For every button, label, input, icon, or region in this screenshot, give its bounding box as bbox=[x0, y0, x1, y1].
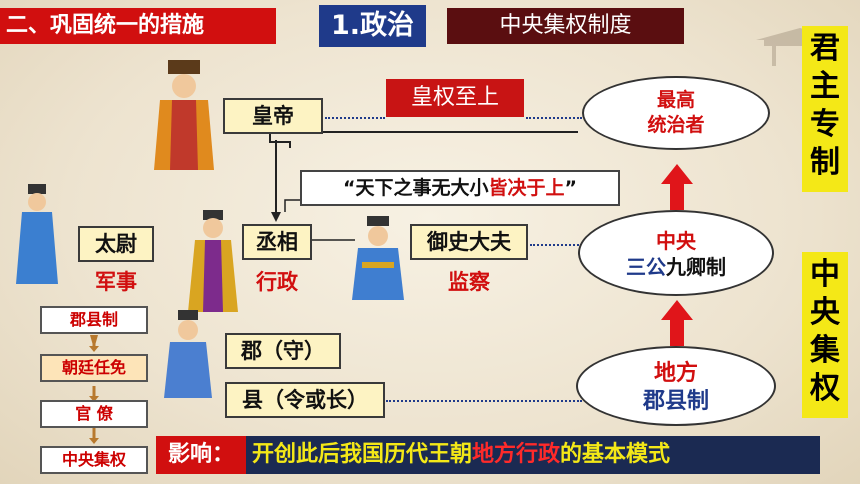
ellipse-bottom-line2: 郡县制 bbox=[642, 389, 709, 414]
side-char: 中 bbox=[810, 257, 840, 292]
quote-bracket bbox=[284, 199, 300, 212]
chain-item-bureaucrat: 官 僚 bbox=[40, 400, 148, 428]
emperor-box: 皇帝 bbox=[223, 98, 323, 134]
chain-item-junxian: 郡县制 bbox=[40, 306, 148, 334]
section-title: 二、巩固统一的措施 bbox=[0, 8, 276, 44]
up-arrow-top bbox=[661, 164, 693, 210]
chain-item-appointment: 朝廷任免 bbox=[40, 354, 148, 382]
side-char: 制 bbox=[810, 145, 840, 180]
dotted-link-sangong bbox=[530, 244, 582, 246]
quote-box: “天下之事无大小皆决于上” bbox=[300, 170, 620, 206]
emperor-figure-illustration bbox=[154, 60, 214, 170]
dotted-link-emperor bbox=[325, 117, 385, 119]
side-label-autocracy: 君 主 专 制 bbox=[802, 26, 848, 192]
down-arrow-head bbox=[271, 212, 281, 222]
ellipse-top-line1: 最高 bbox=[656, 89, 695, 111]
taiwei-role: 军事 bbox=[95, 270, 137, 294]
subtitle-politics: 1.政治 bbox=[319, 5, 426, 47]
chengxiang-role: 行政 bbox=[256, 270, 298, 294]
jun-box: 郡（守） bbox=[225, 333, 341, 369]
chain-item-centralization: 中央集权 bbox=[40, 446, 148, 474]
impact-label: 影响： bbox=[156, 436, 246, 474]
chain-arrow-3 bbox=[89, 438, 99, 444]
ellipse-mid-sangong: 三公 bbox=[626, 255, 666, 279]
side-char: 权 bbox=[810, 371, 840, 406]
jun-xian-figure-illustration bbox=[164, 310, 212, 398]
side-char: 君 bbox=[810, 31, 840, 66]
yushi-figure-illustration bbox=[352, 216, 404, 300]
impact-banner: 开创此后我国历代王朝地方行政的基本模式 bbox=[246, 436, 820, 474]
ellipse-supreme-ruler: 最高 统治者 bbox=[582, 76, 770, 150]
chengxiang-box: 丞相 bbox=[242, 224, 312, 260]
quote-prefix: “天下之事无大小 bbox=[342, 177, 489, 199]
xian-box: 县（令或长） bbox=[225, 382, 385, 418]
quote-highlight: 皆决于上 bbox=[488, 177, 565, 199]
up-arrow-bottom bbox=[661, 300, 693, 346]
ellipse-local: 地方 郡县制 bbox=[576, 346, 776, 426]
side-char: 央 bbox=[810, 295, 840, 330]
impact-text-a: 开创此后我国历代王朝 bbox=[252, 442, 473, 467]
ellipse-mid-jiuqing: 九卿制 bbox=[666, 255, 726, 279]
ellipse-mid-line1: 中央 bbox=[656, 229, 696, 253]
chain-arrow-2 bbox=[89, 396, 99, 402]
side-char: 主 bbox=[810, 69, 840, 104]
ellipse-top-line2: 统治者 bbox=[647, 114, 705, 136]
topic-title: 中央集权制度 bbox=[447, 8, 684, 44]
impact-text-b: 的基本模式 bbox=[560, 442, 671, 467]
impact-text-highlight: 地方行政 bbox=[472, 442, 561, 467]
side-char: 专 bbox=[810, 107, 840, 142]
dotted-link-supreme bbox=[526, 117, 582, 119]
taiwei-figure-illustration bbox=[16, 184, 58, 284]
emperor-connector bbox=[269, 132, 291, 148]
supreme-power-label: 皇权至上 bbox=[386, 79, 524, 117]
chain-arrow-1-head bbox=[89, 346, 99, 352]
side-char: 集 bbox=[810, 333, 840, 368]
ellipse-bottom-line1: 地方 bbox=[653, 361, 698, 386]
side-label-centralization: 中 央 集 权 bbox=[802, 252, 848, 418]
yushi-box: 御史大夫 bbox=[410, 224, 528, 260]
dotted-link-local bbox=[386, 400, 582, 402]
quote-suffix: ” bbox=[564, 177, 578, 199]
ellipse-central: 中央 三公九卿制 bbox=[578, 210, 774, 296]
chengxiang-figure-illustration bbox=[188, 210, 238, 312]
yushi-role: 监察 bbox=[448, 270, 490, 294]
taiwei-box: 太尉 bbox=[78, 226, 154, 262]
